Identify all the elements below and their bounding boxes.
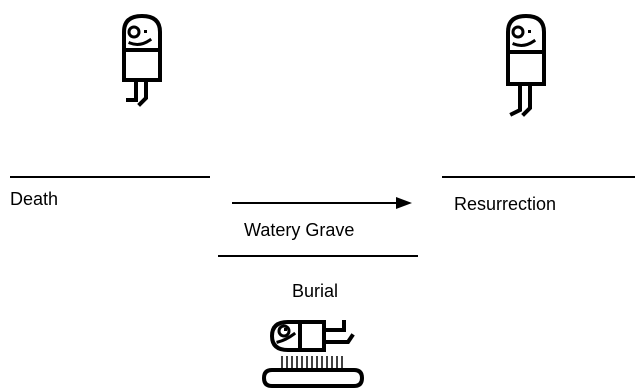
standing-person-left-icon <box>112 10 172 108</box>
burial-label: Burial <box>292 281 339 301</box>
death-rule <box>10 176 210 178</box>
standing-person-right-icon <box>496 10 556 120</box>
burial-rule <box>218 255 418 257</box>
death-label: Death <box>10 189 59 209</box>
lying-person-in-water-icon <box>262 312 364 388</box>
transition-arrow <box>232 194 414 217</box>
watery-grave-label: Watery Grave <box>244 220 355 240</box>
resurrection-rule <box>442 176 635 178</box>
resurrection-label: Resurrection <box>454 194 557 214</box>
